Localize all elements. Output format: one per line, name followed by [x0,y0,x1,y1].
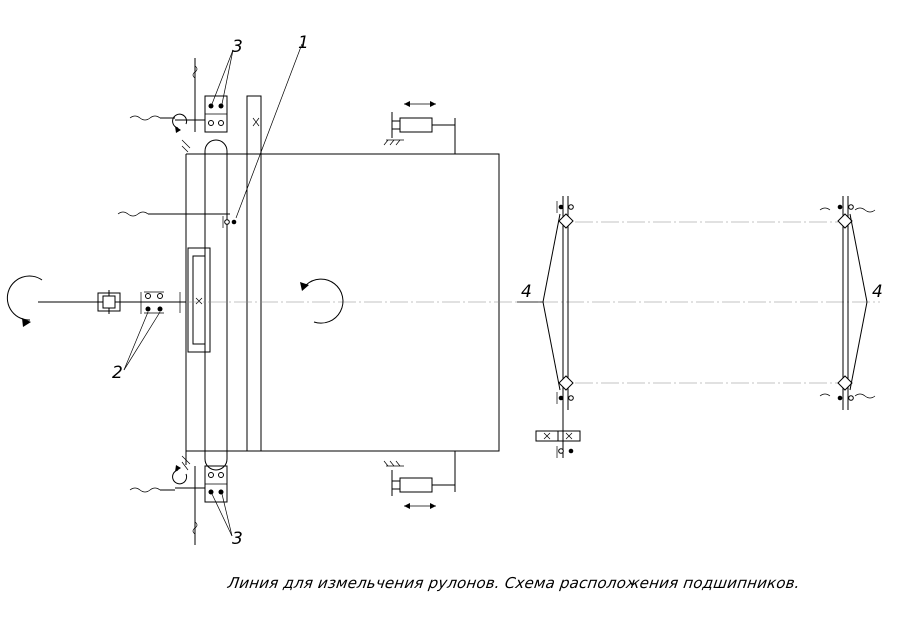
drive-frame [185,139,247,471]
label-2: 2 [112,363,123,383]
input-shaft [6,275,186,327]
label-3-top: 3 [232,37,243,57]
bearing-block-3-bottom [129,455,228,545]
bearing-block-3-top [129,58,228,153]
shredder-housing [246,95,500,452]
bearing-pair-2 [140,291,181,314]
leader-lines [123,43,543,537]
label-3-bottom: 3 [232,529,243,549]
label-4-right: 4 [872,282,883,302]
hydraulic-cylinder-top [383,101,456,154]
rotor-rotation-arrow [300,278,344,324]
drawing-caption: Линия для измельчения рулонов. Схема рас… [226,574,802,592]
label-4-left: 4 [521,282,532,302]
roller-assembly-left [535,196,581,458]
roller-assembly-right [819,196,876,410]
hydraulic-cylinder-bottom [383,451,456,509]
centerlines [130,221,880,384]
label-1: 1 [298,33,309,53]
bearing-1 [117,211,237,228]
